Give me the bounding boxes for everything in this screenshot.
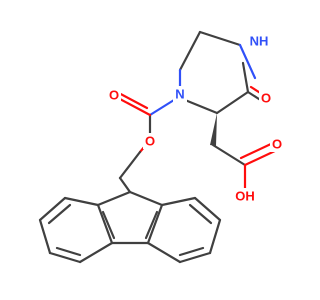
bond-ring-nh-right [238, 43, 257, 80]
piperazinone-ring [178, 30, 267, 115]
bond-carbonyl-o-dbl-1 [116, 96, 152, 117]
bond-rb-inner-2 [178, 246, 205, 257]
bond-lb-inner-3 [101, 210, 116, 240]
atom-label-o-acid-double: O [272, 136, 282, 151]
bond-acid-dbl-1 [243, 148, 279, 167]
bond-acid-dbl-2 [239, 141, 275, 160]
atom-label-o-ester-double: O [109, 87, 119, 102]
o-ester-dbl-label-bg [107, 87, 121, 103]
bond-rb-inner-3 [144, 210, 159, 240]
bond-right-ring-c4a [146, 203, 164, 245]
o-ketone-label-bg [259, 90, 273, 106]
bond-rb-3 [208, 218, 222, 255]
bond-ring-bottom-left [183, 98, 219, 115]
bond-rb-1 [160, 196, 197, 207]
bond-ring-bottom-right [215, 90, 250, 115]
bond-lb-5 [78, 241, 114, 264]
molecule-drawing: NH N O O O O OH [38, 30, 284, 264]
bond-c9-right [128, 190, 164, 207]
atom-label-n1: N [175, 86, 184, 101]
bond-rb-5 [146, 241, 182, 264]
bond-lb-4 [48, 251, 82, 264]
atom-label-oh: OH [235, 188, 255, 203]
bond-ch2-fluorenyl [118, 150, 142, 180]
nh-label-bg [246, 33, 272, 49]
bond-rb-inner-1 [188, 203, 213, 225]
acetic-acid-chain [210, 113, 279, 197]
o-acid-dbl-label-bg [270, 136, 284, 152]
stereo-wedge [210, 113, 217, 146]
oh-label-bg [231, 188, 259, 204]
bond-rb-4 [178, 251, 212, 264]
structure-canvas: NH N O O O O OH [38, 30, 284, 264]
fluorenyl-system [38, 190, 222, 264]
bond-ring-top [198, 30, 242, 47]
o-ester-single-label-bg [143, 133, 157, 149]
bond-left-ring-c4b [96, 203, 114, 245]
bond-ring-right [241, 61, 250, 94]
bond-lb-3 [38, 218, 52, 255]
bond-rb-2 [193, 196, 222, 222]
bond-lb-inner-2 [55, 246, 82, 257]
bond-lb-inner-1 [47, 203, 72, 225]
n1-label-bg [173, 86, 187, 102]
bond-ch2-cooh [211, 143, 247, 167]
bond-lb-2 [38, 196, 67, 222]
bond-n1-carbonyl [148, 98, 176, 117]
atom-label-o-ester-single: O [145, 133, 155, 148]
atom-label-o-ketone: O [261, 90, 271, 105]
bond-ring-left-top [178, 30, 202, 72]
bond-lb-1 [63, 196, 100, 207]
bond-c9-left [96, 190, 132, 207]
bond-ch2-c9 [118, 176, 132, 194]
atom-label-nh: NH [250, 33, 269, 48]
